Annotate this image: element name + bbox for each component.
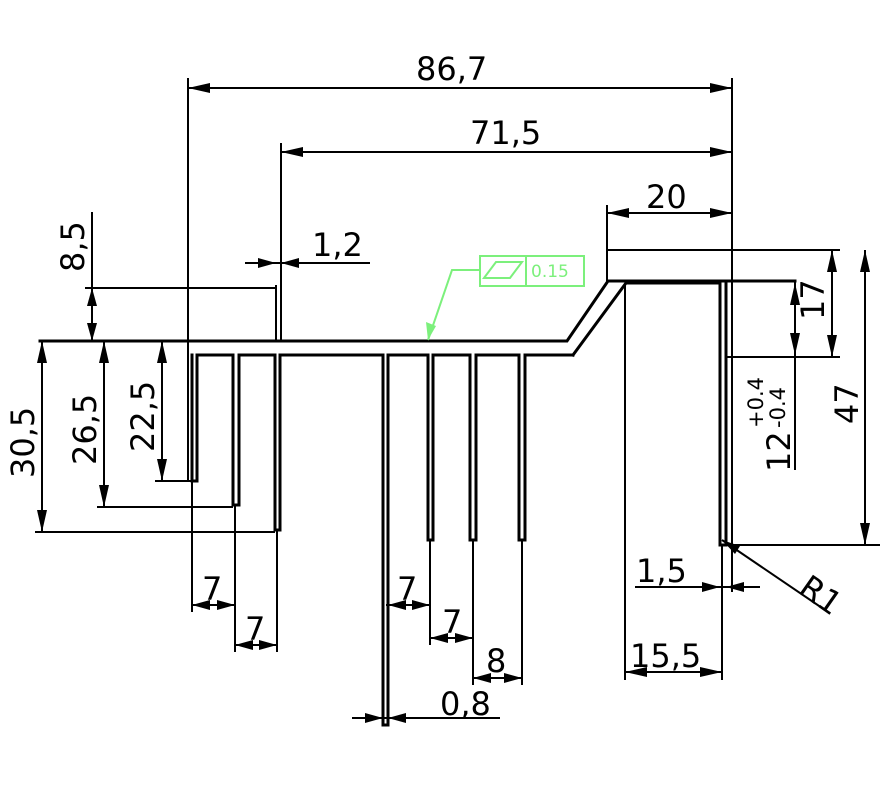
flatness-value: 0.15: [531, 262, 569, 282]
dim-tip-width: 1,5: [636, 552, 687, 590]
dim-overall-width: 86,7: [416, 50, 487, 88]
right-leg: [718, 281, 728, 547]
flatness-icon: [482, 261, 524, 279]
dim-foot-width: 15,5: [630, 637, 701, 675]
thin-fin: [381, 353, 390, 727]
dim-pitch-b: 7: [245, 610, 265, 648]
dim-pitch-d: 7: [442, 603, 462, 641]
dim-top-offset: 8,5: [54, 221, 92, 272]
dim-tol-plus: +0.4: [744, 377, 768, 428]
dimension-texts: 86,7 71,5 20 1,2 8,5 30,5 26,5 22,5 17 4…: [4, 50, 866, 723]
fin-3: [273, 353, 282, 532]
dim-step-height: 17: [794, 279, 832, 320]
dim-nominal-12: 12: [760, 431, 798, 472]
dimension-lines: [35, 83, 880, 723]
dim-top-span: 71,5: [470, 114, 541, 152]
flatness-tolerance-frame: 0.15: [426, 255, 585, 341]
dim-pitch-e: 8: [486, 642, 506, 680]
dim-pitch-c: 7: [397, 570, 417, 608]
dim-fin-depth-mid: 26,5: [66, 394, 104, 465]
dim-tol-minus: -0.4: [766, 387, 790, 428]
dim-fin-depth-outer: 30,5: [4, 407, 42, 478]
dim-pitch-a: 7: [202, 570, 222, 608]
dim-radius: R1: [792, 567, 849, 623]
step-flange: [570, 281, 722, 358]
fin-5: [426, 353, 435, 542]
leader-arrow-icon: [426, 322, 436, 340]
dim-step-width: 20: [646, 178, 687, 216]
fin-6: [468, 353, 478, 542]
dim-wall-thickness: 1,2: [312, 226, 363, 264]
fin-7: [517, 353, 527, 542]
dim-overall-height: 47: [828, 383, 866, 424]
dim-fin-thickness: 0,8: [440, 685, 491, 723]
top-plate-upper-edge: [38, 279, 797, 343]
fin-2: [231, 353, 241, 507]
dim-fin-depth-inner: 22,5: [124, 381, 162, 452]
